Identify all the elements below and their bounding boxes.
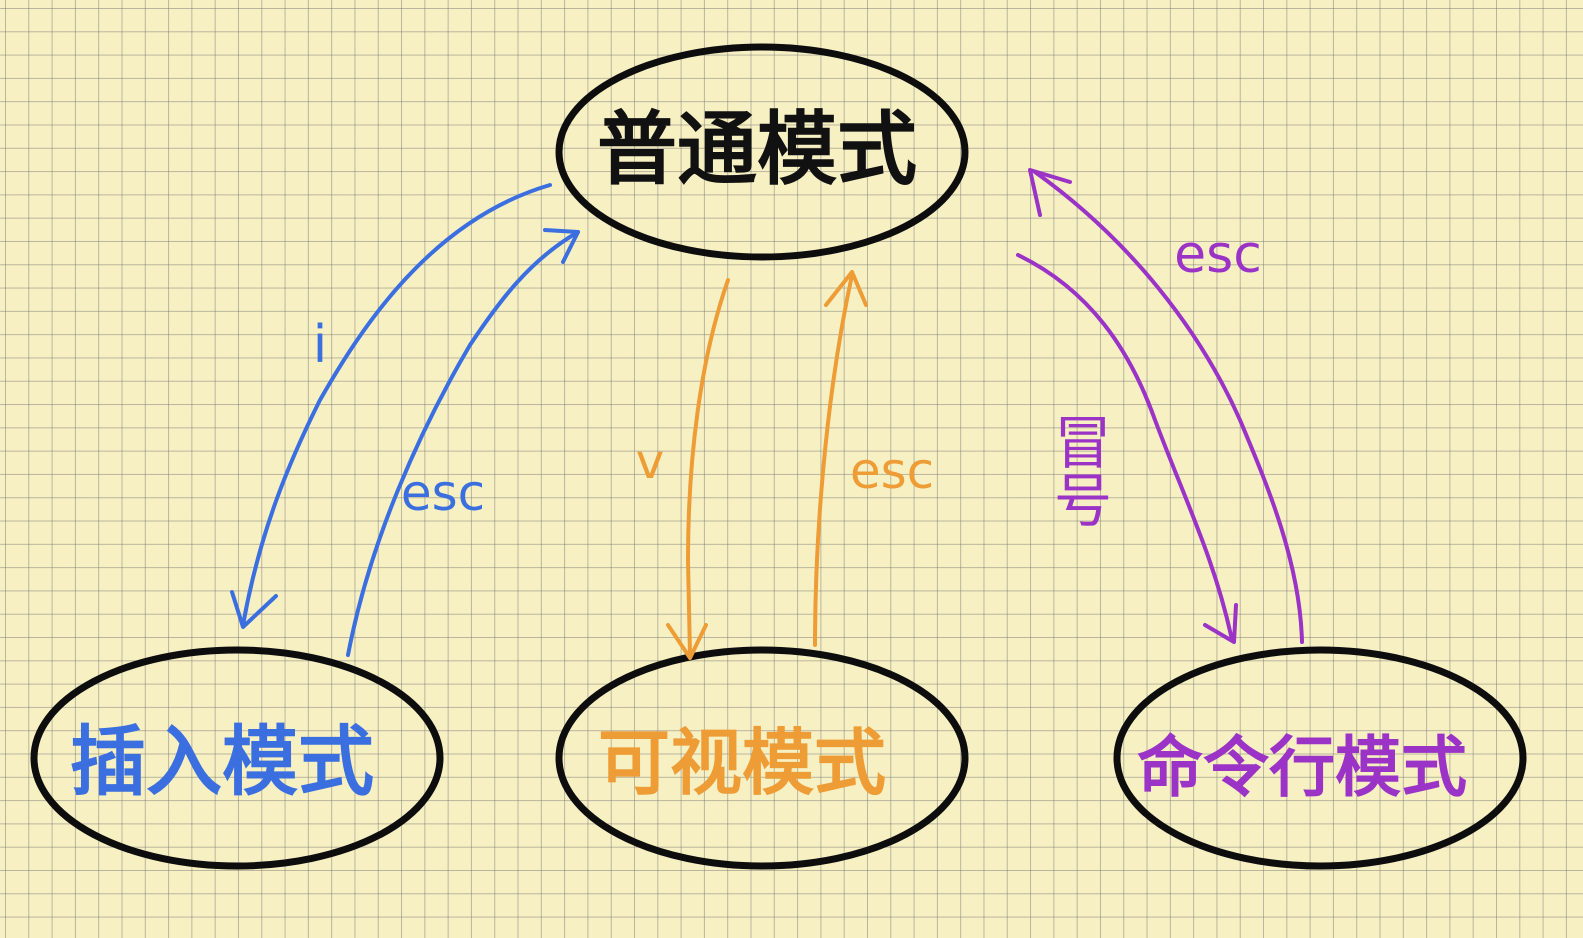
edge-normal-to-command-label: 冒号 (1044, 412, 1112, 528)
edge-normal-to-insert: i (230, 183, 552, 629)
node-normal-mode: 普通模式 (555, 43, 969, 261)
edge-normal-to-command-arrowhead (1203, 603, 1238, 644)
node-command-ellipse (1113, 646, 1527, 870)
edge-normal-to-visual: v (636, 278, 730, 660)
node-visual-ellipse (555, 646, 969, 870)
edge-normal-to-command: 冒号 (1016, 253, 1238, 644)
edge-normal-to-insert-label: i (313, 315, 327, 375)
edge-insert-to-normal-line (346, 230, 580, 657)
edge-command-to-normal-line (1033, 170, 1304, 644)
node-visual-label: 可视模式 (598, 721, 886, 805)
node-command-mode: 命令行模式 (1113, 646, 1527, 870)
edge-insert-to-normal-label: esc (401, 464, 485, 522)
edge-normal-to-visual-label: v (636, 434, 664, 490)
edge-visual-to-normal-arrowhead (824, 270, 868, 307)
node-normal-ellipse (555, 43, 969, 261)
node-normal-label: 普通模式 (597, 103, 917, 196)
node-insert-label: 插入模式 (70, 717, 374, 806)
edge-command-to-normal-label: esc (1174, 225, 1262, 285)
edge-visual-to-normal-line (813, 273, 854, 647)
edge-insert-to-normal-arrowhead (543, 228, 580, 264)
edge-normal-to-visual-line (685, 278, 730, 657)
node-command-label: 命令行模式 (1137, 729, 1467, 806)
edge-insert-to-normal: esc (346, 228, 580, 657)
edge-normal-to-insert-arrowhead (230, 590, 278, 629)
edge-normal-to-command-line (1016, 253, 1234, 642)
edge-command-to-normal-arrowhead (1028, 168, 1072, 217)
edge-visual-to-normal-label: esc (850, 442, 934, 500)
node-insert-ellipse (30, 646, 444, 870)
edge-visual-to-normal: esc (813, 270, 934, 647)
node-insert-mode: 插入模式 (30, 646, 444, 870)
edge-command-to-normal: esc (1028, 168, 1304, 644)
edge-normal-to-insert-line (241, 183, 552, 627)
edge-normal-to-visual-arrowhead (666, 623, 708, 660)
node-visual-mode: 可视模式 (555, 646, 969, 870)
